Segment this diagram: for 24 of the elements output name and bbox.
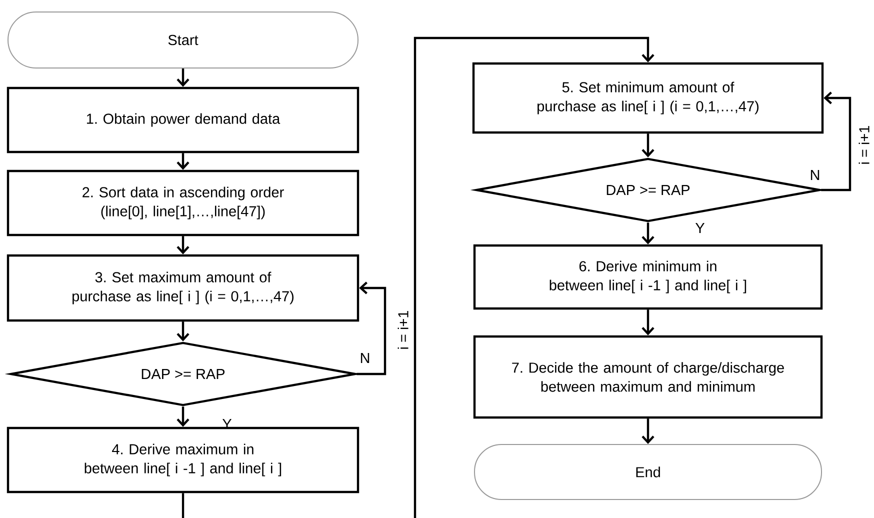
arrow bbox=[642, 418, 654, 444]
arrow bbox=[642, 134, 654, 158]
arrow bbox=[176, 406, 190, 427]
arrow bbox=[642, 310, 654, 336]
process-box: 3. Set maximum amount of purchase as line[ i ] (i = 0,1,…,47) bbox=[6, 254, 360, 322]
arrow bbox=[176, 153, 190, 170]
process-box: 7. Decide the amount of charge/discharge between maximum and minimum bbox=[473, 335, 823, 419]
arrow bbox=[176, 322, 190, 342]
arrow bbox=[821, 92, 852, 192]
arrow bbox=[356, 282, 386, 376]
loop-label: i = i+1 bbox=[858, 126, 870, 164]
loop-label: i = i+1 bbox=[398, 310, 408, 349]
edge-label: Y bbox=[695, 223, 705, 233]
edge-label: N bbox=[360, 353, 370, 363]
process-box: 4. Derive maximum in between line[ i -1 ] and line[ i ] bbox=[6, 426, 360, 494]
edge-label: N bbox=[810, 170, 820, 180]
arrow bbox=[182, 36, 654, 518]
arrow bbox=[642, 222, 654, 244]
process-box: 1. Obtain power demand data bbox=[6, 86, 360, 154]
process-box: 6. Derive minimum in between line[ i -1 ] and line[ i ] bbox=[473, 244, 823, 310]
arrow bbox=[176, 236, 190, 254]
process-box: 2. Sort data in ascending order (line[0], line[1],…,line[47]) bbox=[6, 170, 360, 236]
arrow bbox=[176, 68, 190, 87]
process-box: 5. Set minimum amount of purchase as line[ i ] (i = 0,1,…,47) bbox=[472, 62, 824, 134]
